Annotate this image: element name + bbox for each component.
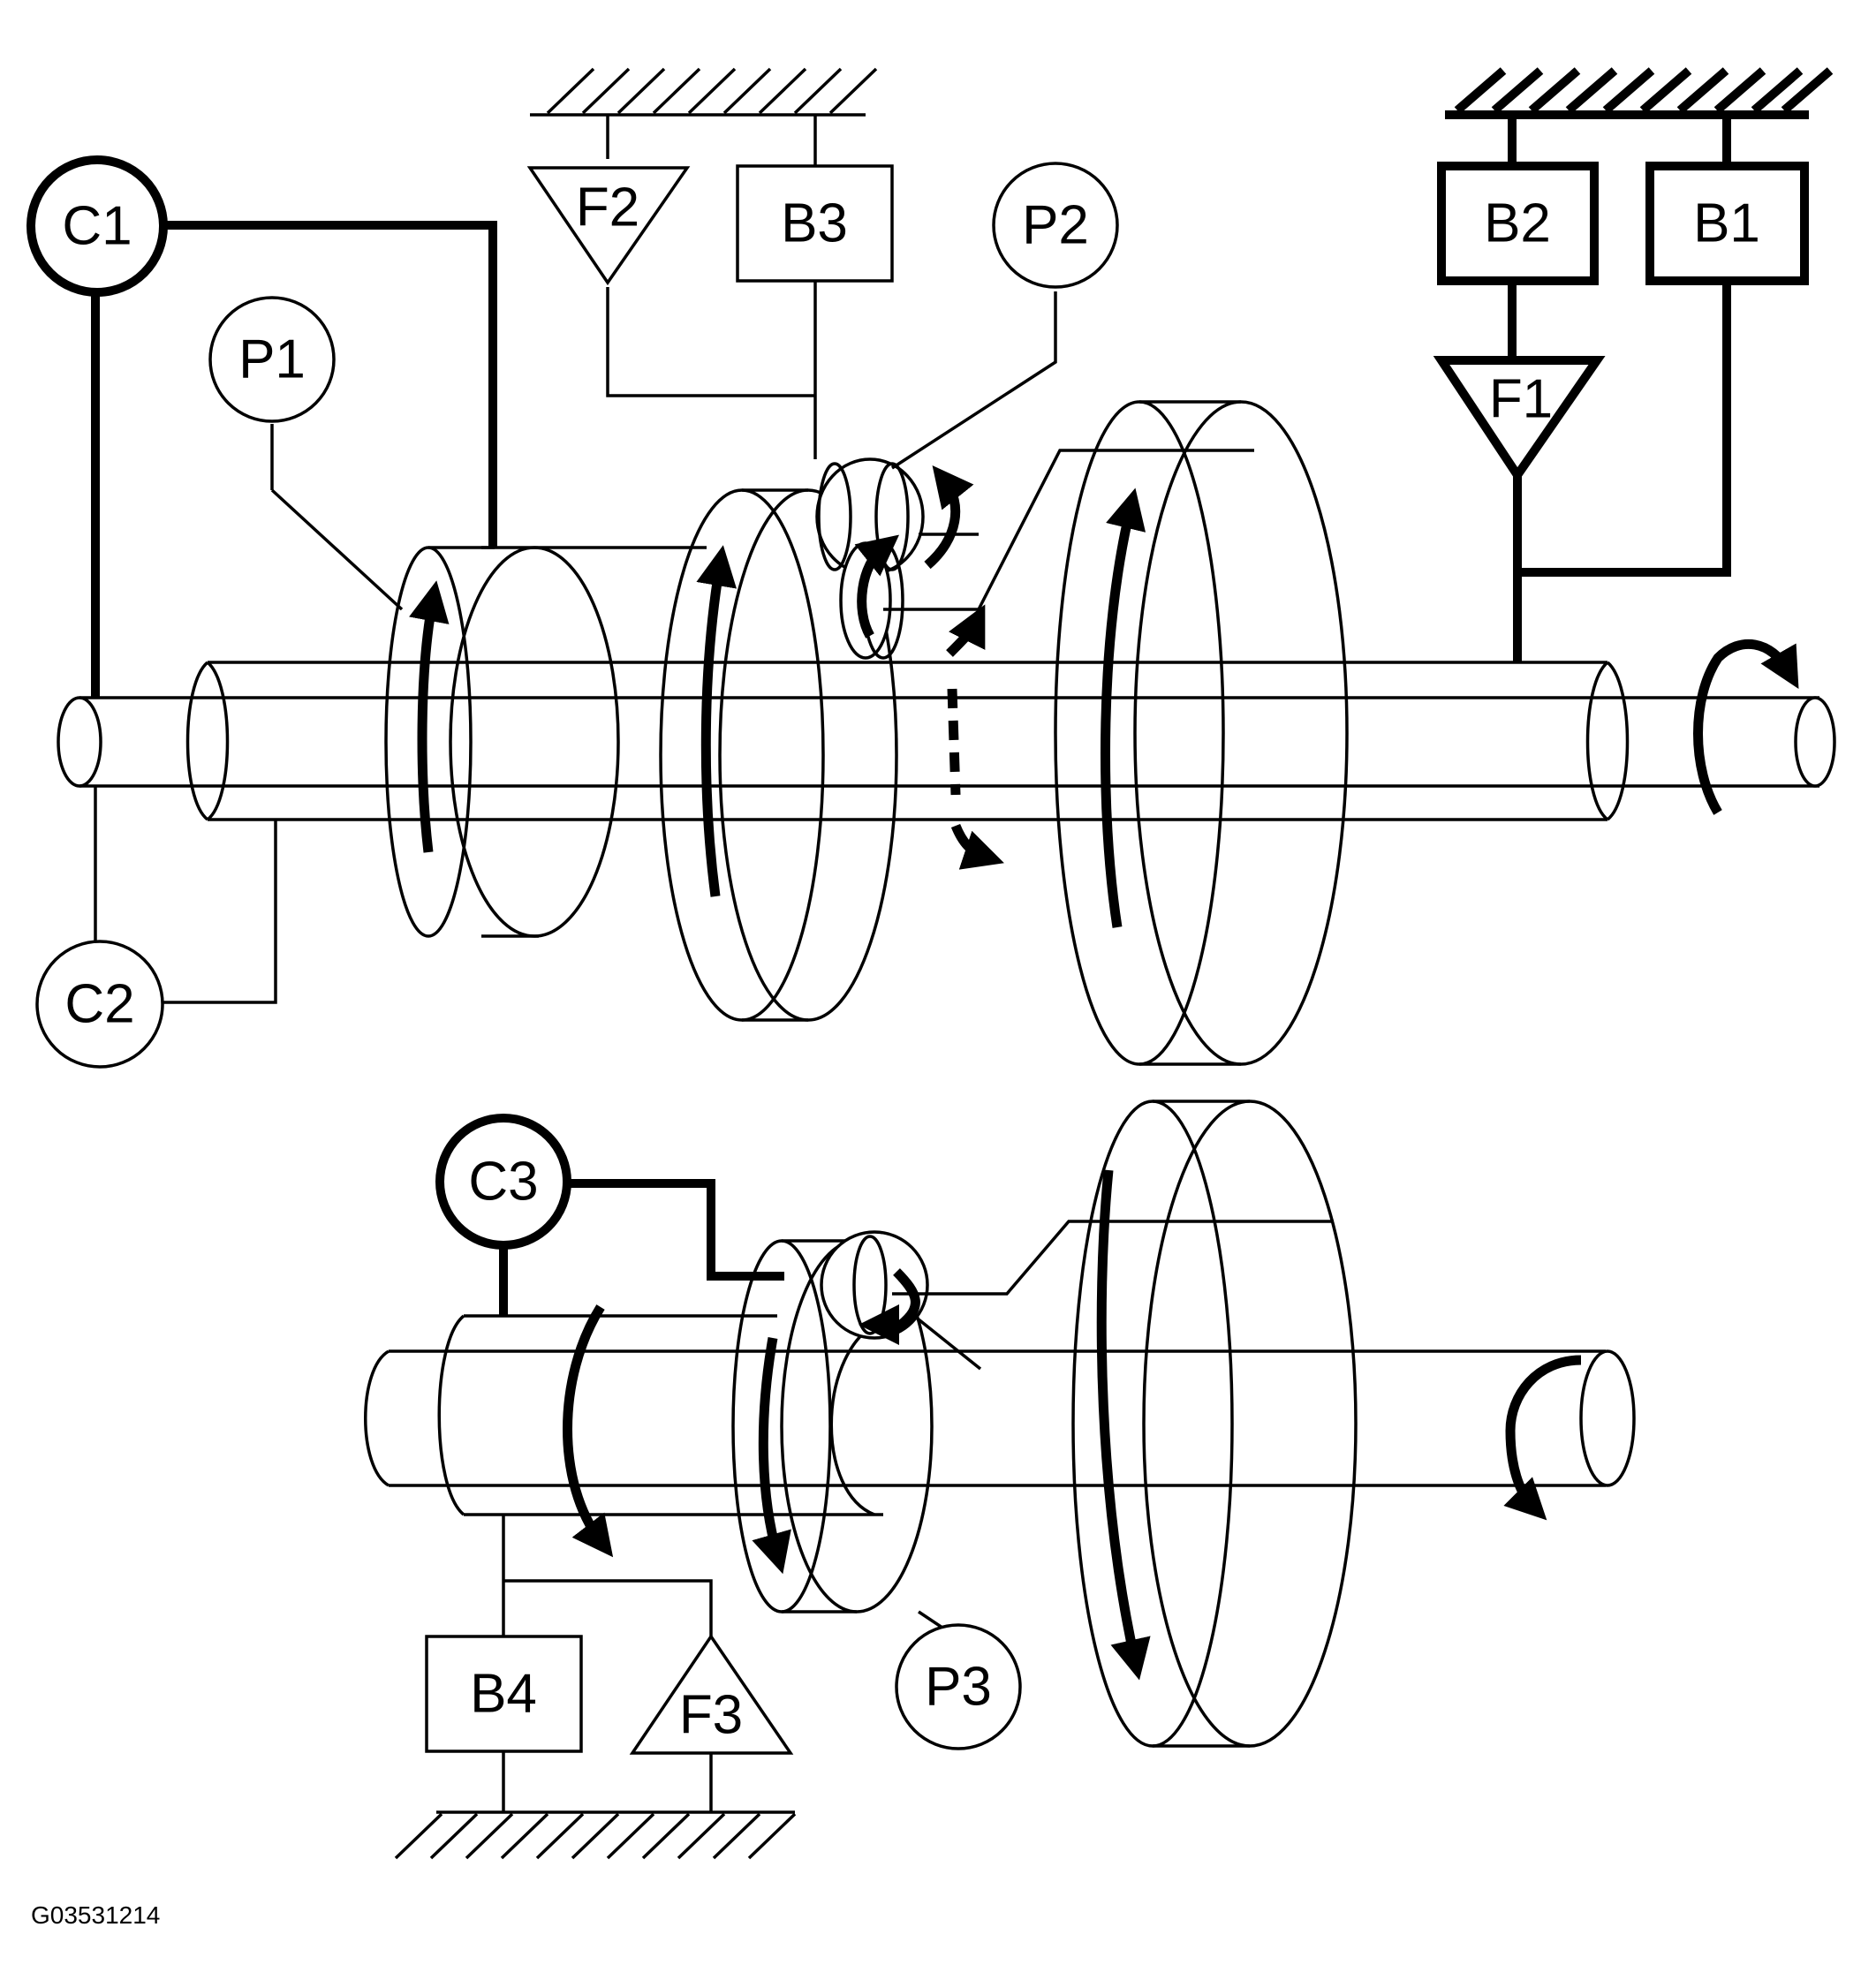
c1-label: C1: [62, 196, 132, 257]
p2-leader: [891, 291, 1057, 470]
b3-f2-connections: [606, 115, 817, 459]
p1-leader-2: [270, 488, 404, 611]
rotation-arrows-lower: [563, 1169, 1582, 1681]
pinion-rotation-arrow-2: [854, 534, 900, 639]
brake-b2: B2: [1437, 162, 1599, 285]
ground-b3-f2: [530, 67, 878, 117]
b2-label: B2: [1484, 193, 1551, 254]
rotation-arrows-upper: [409, 465, 1799, 928]
c2-connections: [94, 786, 277, 1004]
p1-rotation-arrow: [409, 580, 450, 853]
p3-rotation-arrow: [752, 1337, 791, 1575]
p2-label: P2: [1022, 195, 1089, 256]
one-way-clutch-f2: F2: [526, 166, 691, 286]
clutch-c1: C1: [26, 155, 168, 297]
planetary-p1: P1: [208, 296, 336, 423]
c1-connections: [91, 221, 497, 698]
dashed-rotation-arrow-head: [950, 823, 1004, 870]
ground-b1-b2: [1445, 67, 1834, 119]
output-shaft-end: [1794, 696, 1836, 788]
c3-label: C3: [468, 1152, 538, 1213]
one-way-clutch-f1: F1: [1433, 356, 1606, 483]
input-shaft-end: [57, 696, 102, 788]
lower-shaft-end: [1579, 1349, 1636, 1487]
b3-label: B3: [781, 193, 848, 254]
f1-label: F1: [1489, 369, 1553, 430]
lower-shaft-assembly: [364, 1100, 1636, 1748]
figure-id: G03531214: [31, 1901, 160, 1929]
p1-label: P1: [238, 329, 306, 390]
c2-label: C2: [64, 974, 134, 1035]
brake-b3: B3: [736, 164, 894, 283]
b1-label: B1: [1693, 193, 1760, 254]
planetary-p3: P3: [895, 1623, 1022, 1750]
ring-gear-rotation-arrow: [1101, 487, 1146, 928]
dashed-rotation-arrow: [947, 688, 961, 796]
pinion-rotation-arrow-3: [946, 604, 986, 657]
b1-b2-f1-connections: [1508, 115, 1731, 662]
pinion-rotation-arrow-1: [924, 465, 974, 570]
b4-f3-connections: [502, 1515, 713, 1812]
c3-connections: [499, 1179, 784, 1316]
upper-shaft-assembly: [57, 400, 1836, 1066]
p3-label: P3: [925, 1657, 992, 1718]
b4-label: B4: [470, 1664, 537, 1725]
brake-b1: B1: [1645, 162, 1809, 285]
c3-drum-rotation-arrow: [563, 1304, 614, 1558]
f3-label: F3: [679, 1685, 743, 1746]
ground-b4-f3: [394, 1810, 797, 1860]
lower-output-rotation-arrow: [1503, 1355, 1582, 1521]
one-way-clutch-f3: F3: [629, 1633, 794, 1755]
lower-ring-rotation-arrow: [1096, 1169, 1151, 1681]
brake-b4: B4: [425, 1635, 583, 1753]
lower-pinion-rotation-arrow: [858, 1268, 920, 1346]
f2-label: F2: [576, 178, 639, 238]
p2-rotation-arrow: [696, 545, 737, 897]
clutch-c3: C3: [435, 1114, 571, 1250]
planetary-p2: P2: [992, 162, 1119, 289]
output-rotation-arrow: [1693, 639, 1799, 815]
clutch-c2: C2: [35, 940, 164, 1069]
